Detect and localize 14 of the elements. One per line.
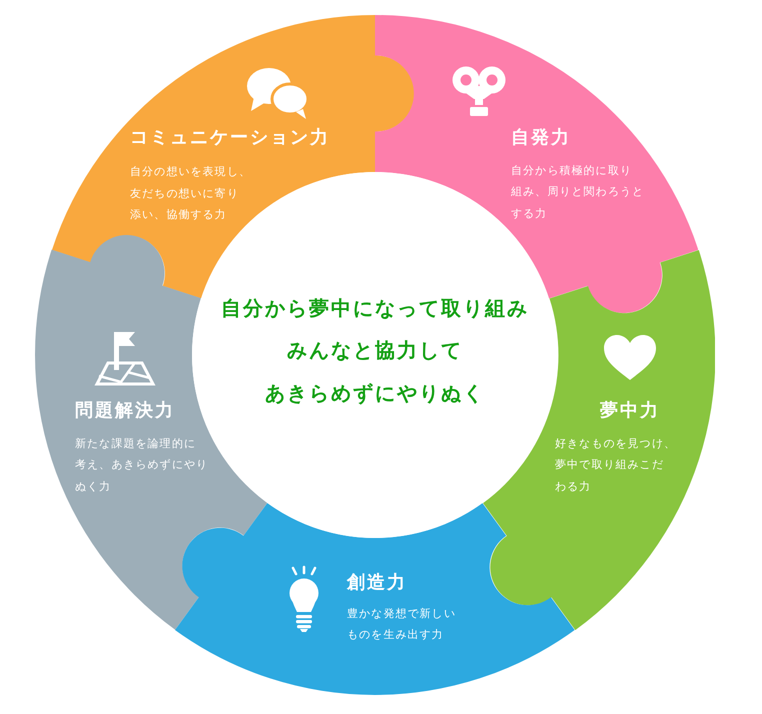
segment-title: 問題解決力 <box>74 400 175 422</box>
segment-description: 自分の想いを表現し、友だちの想いに寄り添い、協働する力 <box>130 164 251 223</box>
segment-description: 豊かな発想で新しいものを生み出す力 <box>346 606 456 644</box>
segment-description: 自分から積極的に取り組み、周りと関わろうとする力 <box>511 162 644 222</box>
segment-description: 好きなものを見つけ、夢中で取り組みこだわる力 <box>554 436 676 495</box>
segment-description: 新たな課題を論理的に考え、あきらめずにやりぬく力 <box>74 436 208 495</box>
segment-title: 夢中力 <box>600 400 660 422</box>
puzzle-piece <box>52 15 414 298</box>
segment-title: 自発力 <box>511 127 571 149</box>
puzzle-piece <box>482 250 715 630</box>
center-message: 自分から夢中になって取り組みみんなと協力してあきらめずにやりぬく <box>220 294 530 407</box>
segment-title: コミュニケーション力 <box>130 127 330 149</box>
puzzle-piece <box>175 503 575 695</box>
segment-title: 創造力 <box>346 572 407 594</box>
